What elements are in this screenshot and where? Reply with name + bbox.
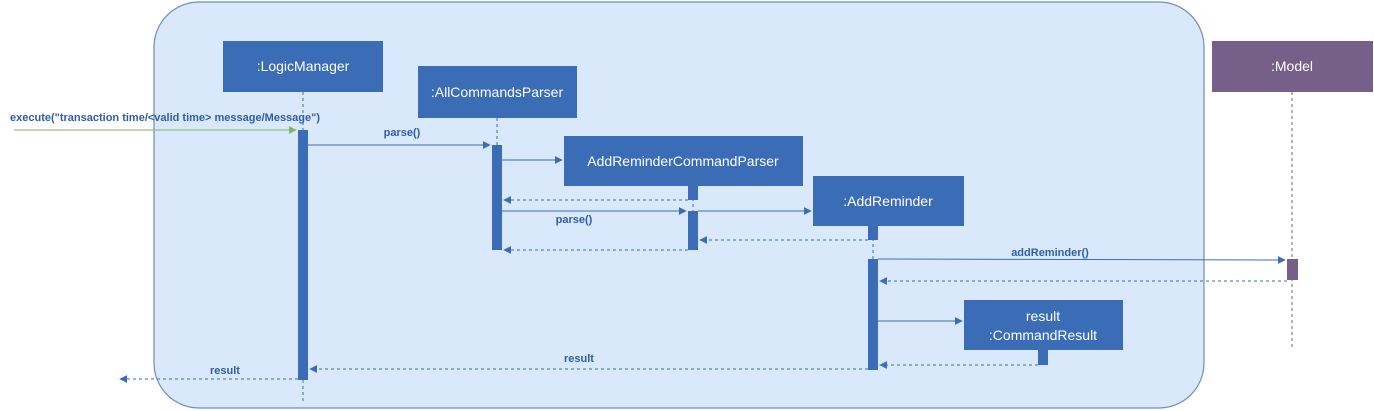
message-parse-2-label: parse() [556, 214, 593, 226]
activation-command-result [1038, 350, 1048, 365]
participant-model-label: :Model [1271, 58, 1313, 74]
participant-add-reminder [813, 176, 964, 226]
logic-component-frame [153, 1, 1205, 409]
participant-all-commands-parser [418, 66, 577, 118]
activation-add-reminder-command-parser-1 [688, 186, 698, 200]
activation-all-commands-parser [492, 145, 502, 250]
message-result-2-label: result [210, 365, 240, 377]
activation-add-reminder-command-parser-2 [688, 211, 698, 250]
participant-command-result [964, 300, 1123, 350]
activation-add-reminder-2 [868, 259, 878, 370]
message-add-reminder-call-arrow [877, 255, 1286, 264]
participant-add-reminder-label: :AddReminder [843, 193, 933, 209]
participant-logic-manager-label: :LogicManager [257, 58, 350, 74]
participant-add-reminder-command-parser [564, 136, 803, 186]
message-parse-1-label: parse() [384, 127, 421, 139]
participant-all-commands-parser-label: :AllCommandsParser [431, 84, 564, 100]
message-execute-label: execute("transaction time/<valid time> m… [10, 112, 320, 124]
activation-model [1287, 259, 1298, 280]
message-result-1-label: result [564, 353, 594, 365]
participant-command-result-label-1: result [1026, 308, 1060, 324]
participant-command-result-label-2: :CommandResult [989, 327, 1097, 343]
participant-model [1212, 41, 1373, 92]
participant-logic-manager [223, 41, 383, 92]
activation-logic-manager [298, 130, 308, 380]
activation-add-reminder-1 [868, 226, 878, 240]
message-add-reminder-call-label: addReminder() [1011, 247, 1089, 259]
participant-add-reminder-command-parser-label: AddReminderCommandParser [587, 153, 779, 169]
